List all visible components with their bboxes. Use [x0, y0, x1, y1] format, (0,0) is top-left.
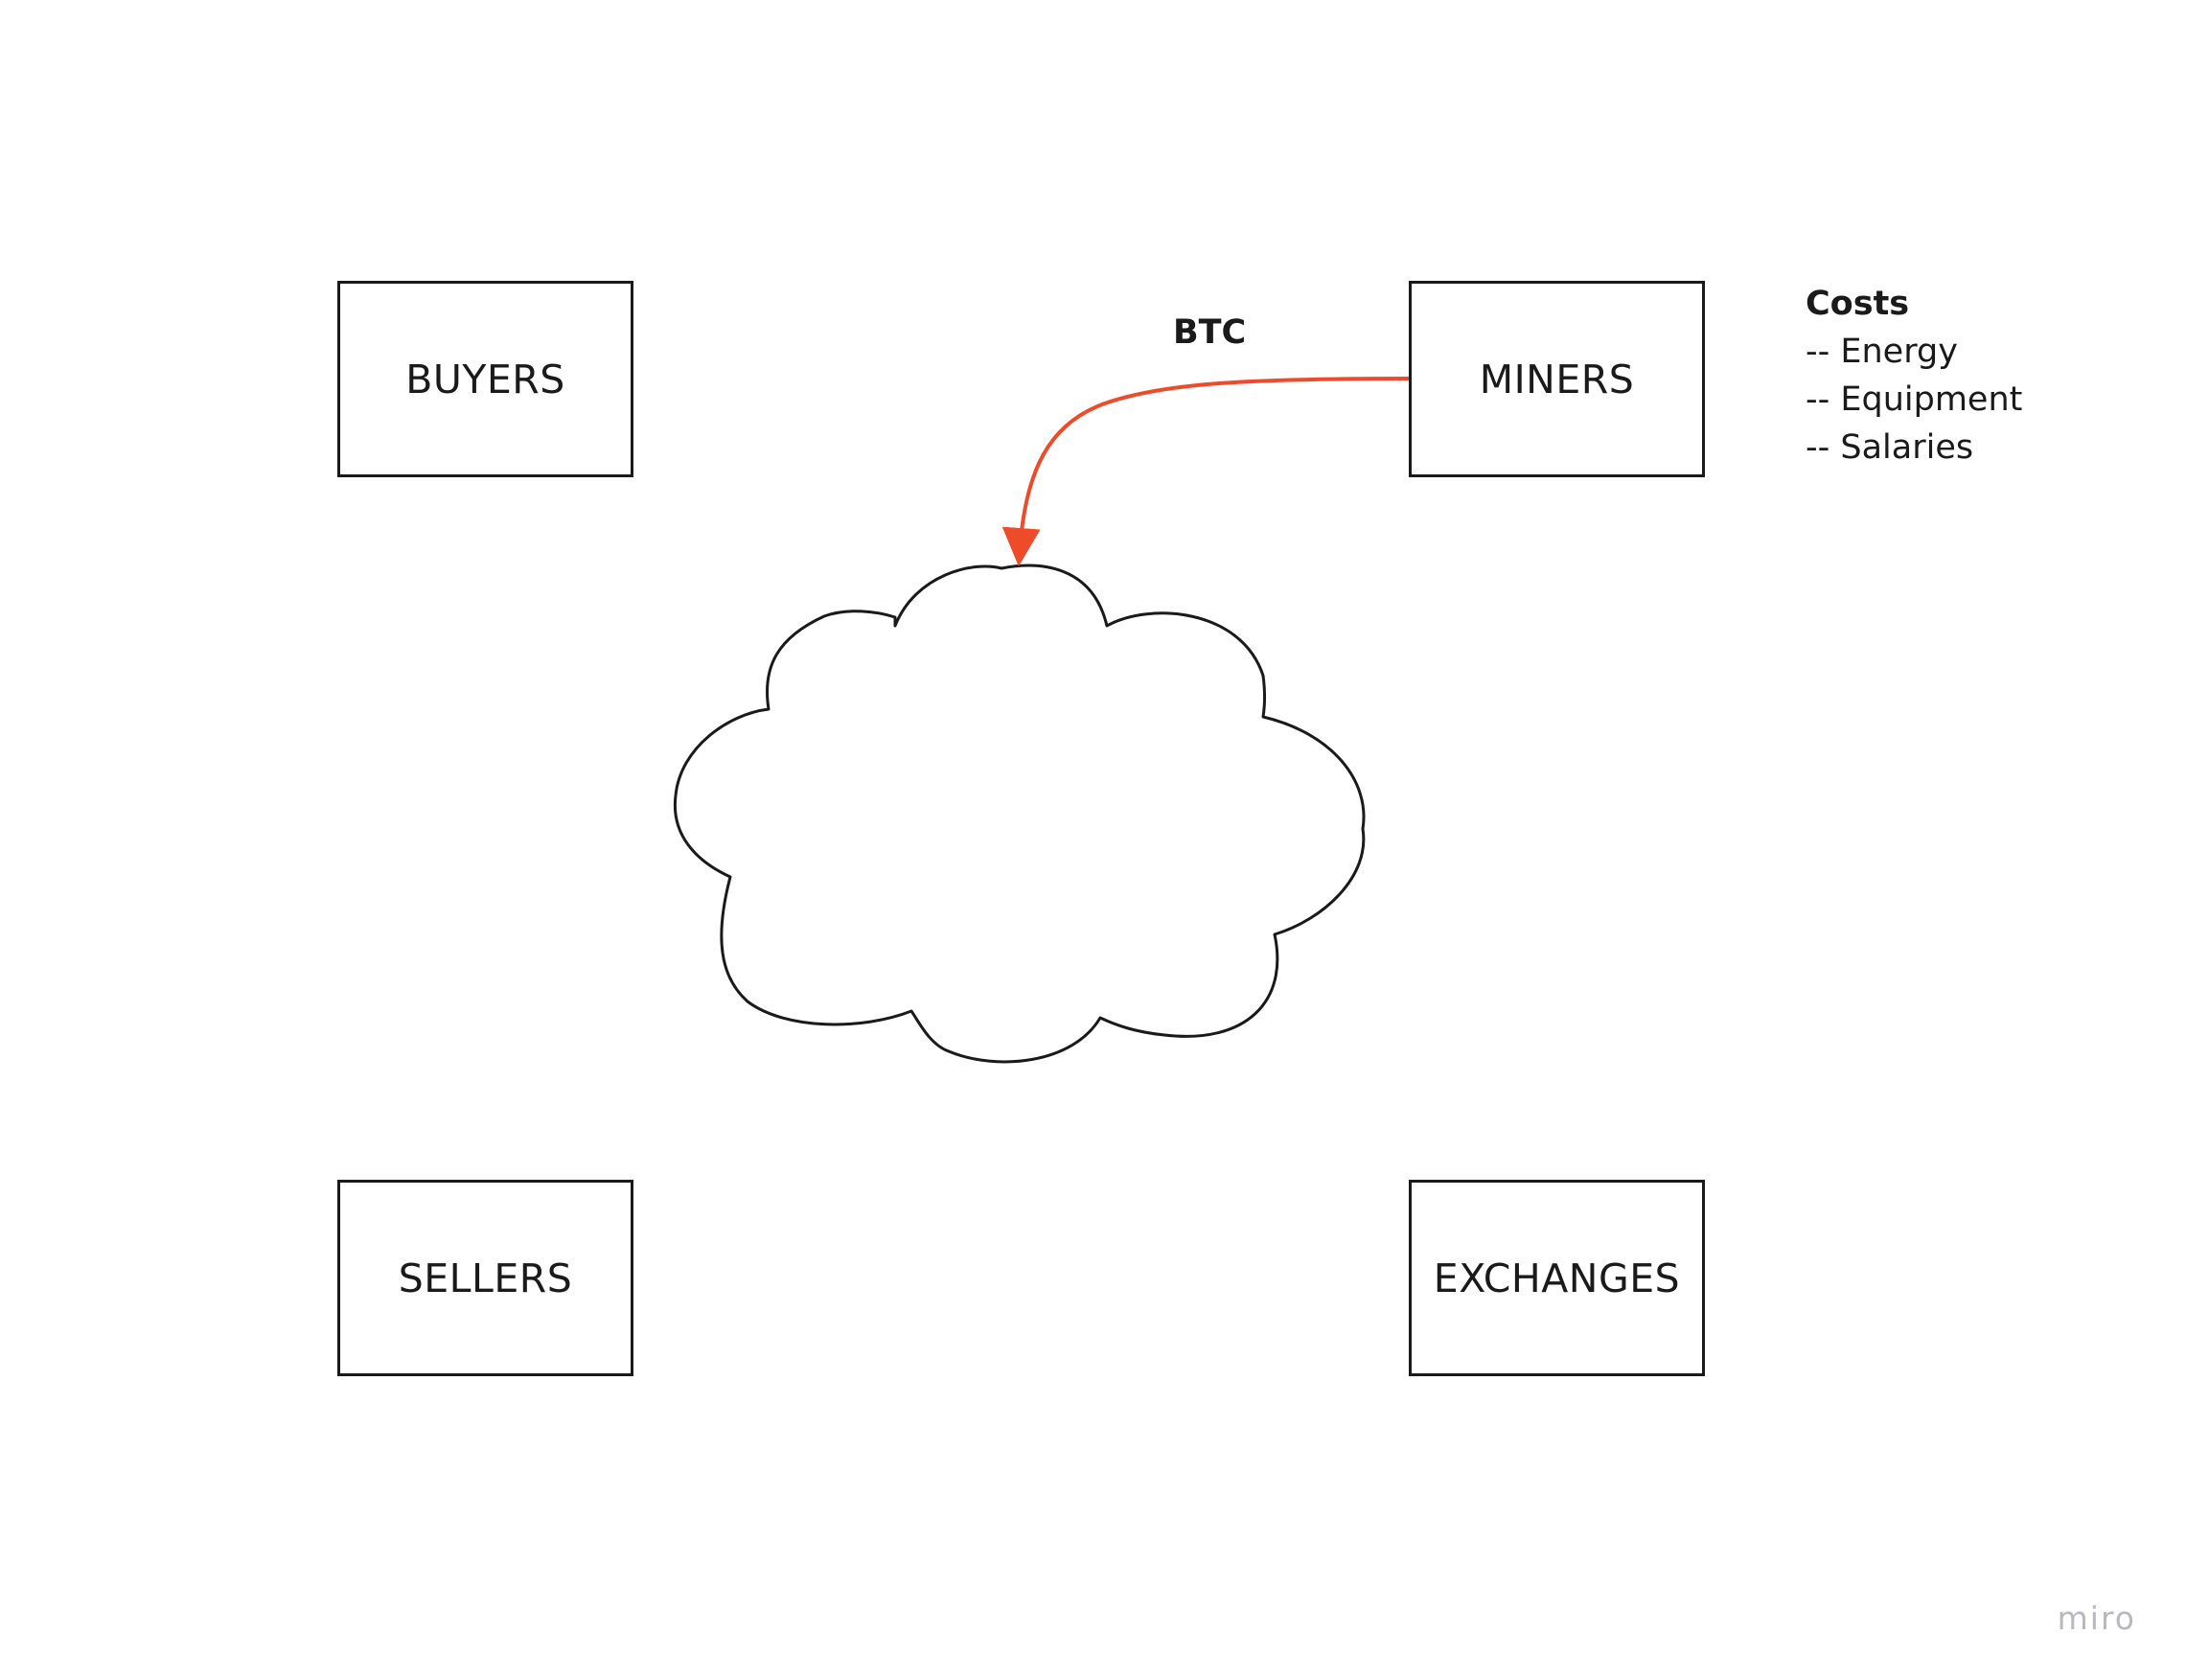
- costs-item-equipment: -- Equipment: [1806, 380, 2023, 419]
- sellers-node[interactable]: SELLERS: [337, 1180, 633, 1376]
- miners-node[interactable]: MINERS: [1409, 281, 1705, 477]
- sellers-label: SELLERS: [398, 1254, 573, 1301]
- buyers-label: BUYERS: [405, 356, 565, 403]
- costs-item-energy: -- Energy: [1806, 333, 1958, 371]
- exchanges-label: EXCHANGES: [1433, 1254, 1681, 1301]
- costs-title: Costs: [1806, 285, 1910, 323]
- miro-watermark: miro: [2057, 1599, 2136, 1637]
- costs-item-salaries: -- Salaries: [1806, 428, 1974, 467]
- btc-edge-label: BTC: [1173, 313, 1247, 352]
- miners-label: MINERS: [1479, 356, 1635, 403]
- costs-note[interactable]: Costs -- Energy -- Equipment -- Salaries: [1806, 280, 2022, 472]
- buyers-node[interactable]: BUYERS: [337, 281, 633, 477]
- exchanges-node[interactable]: EXCHANGES: [1409, 1180, 1705, 1376]
- cloud-shape[interactable]: [673, 564, 1366, 1064]
- btc-arrow[interactable]: [1001, 377, 1410, 566]
